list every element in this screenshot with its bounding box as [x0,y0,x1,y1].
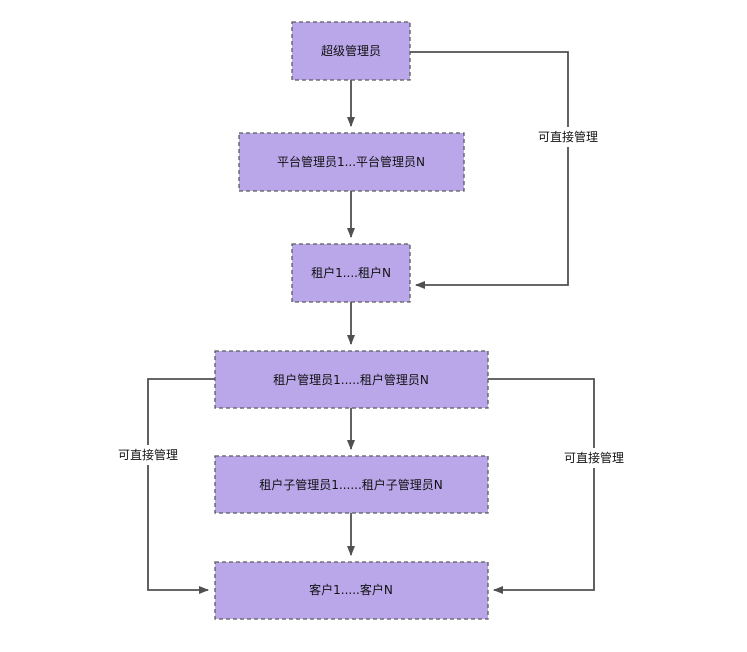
edge-label-bg-super-to-tenants [528,127,608,147]
edge-super-to-tenants-direct [410,51,569,289]
node-label-super-admin: 超级管理员 [321,43,381,58]
node-box-tenant-sub-admins [214,455,489,514]
node-label-tenants: 租户1....租户N [311,265,391,280]
edge-labels: 可直接管理 可直接管理 可直接管理 [108,127,634,468]
node-tenants: 租户1....租户N [291,243,411,303]
node-super-admin: 超级管理员 [291,21,411,81]
node-label-customers: 客户1.....客户N [309,582,393,597]
edge-label-super-to-tenants: 可直接管理 [538,129,598,144]
node-box-tenants [291,243,411,303]
node-label-platform-admins: 平台管理员1...平台管理员N [277,154,425,169]
edge-tenant-admins-to-customers-right [488,378,595,594]
edge-label-tenant-admins-to-customers-right: 可直接管理 [564,450,624,465]
node-tenant-sub-admins: 租户子管理员1......租户子管理员N [214,455,489,514]
edge-label-tenant-admins-to-customers-left: 可直接管理 [118,447,178,462]
node-box-platform-admins [238,132,465,192]
edge-label-bg-tenant-admins-to-customers-right [554,448,634,468]
edges [147,51,595,594]
edge-tenant-admins-to-customers-left [147,378,215,594]
node-customers: 客户1.....客户N [214,561,489,620]
node-label-tenant-sub-admins: 租户子管理员1......租户子管理员N [259,477,443,492]
node-platform-admins: 平台管理员1...平台管理员N [238,132,465,192]
node-box-super-admin [291,21,411,81]
node-box-tenant-admins [214,350,489,409]
node-label-tenant-admins: 租户管理员1.....租户管理员N [273,372,429,387]
edge-label-bg-tenant-admins-to-customers-left [108,445,188,465]
node-box-customers [214,561,489,620]
node-tenant-admins: 租户管理员1.....租户管理员N [214,350,489,409]
